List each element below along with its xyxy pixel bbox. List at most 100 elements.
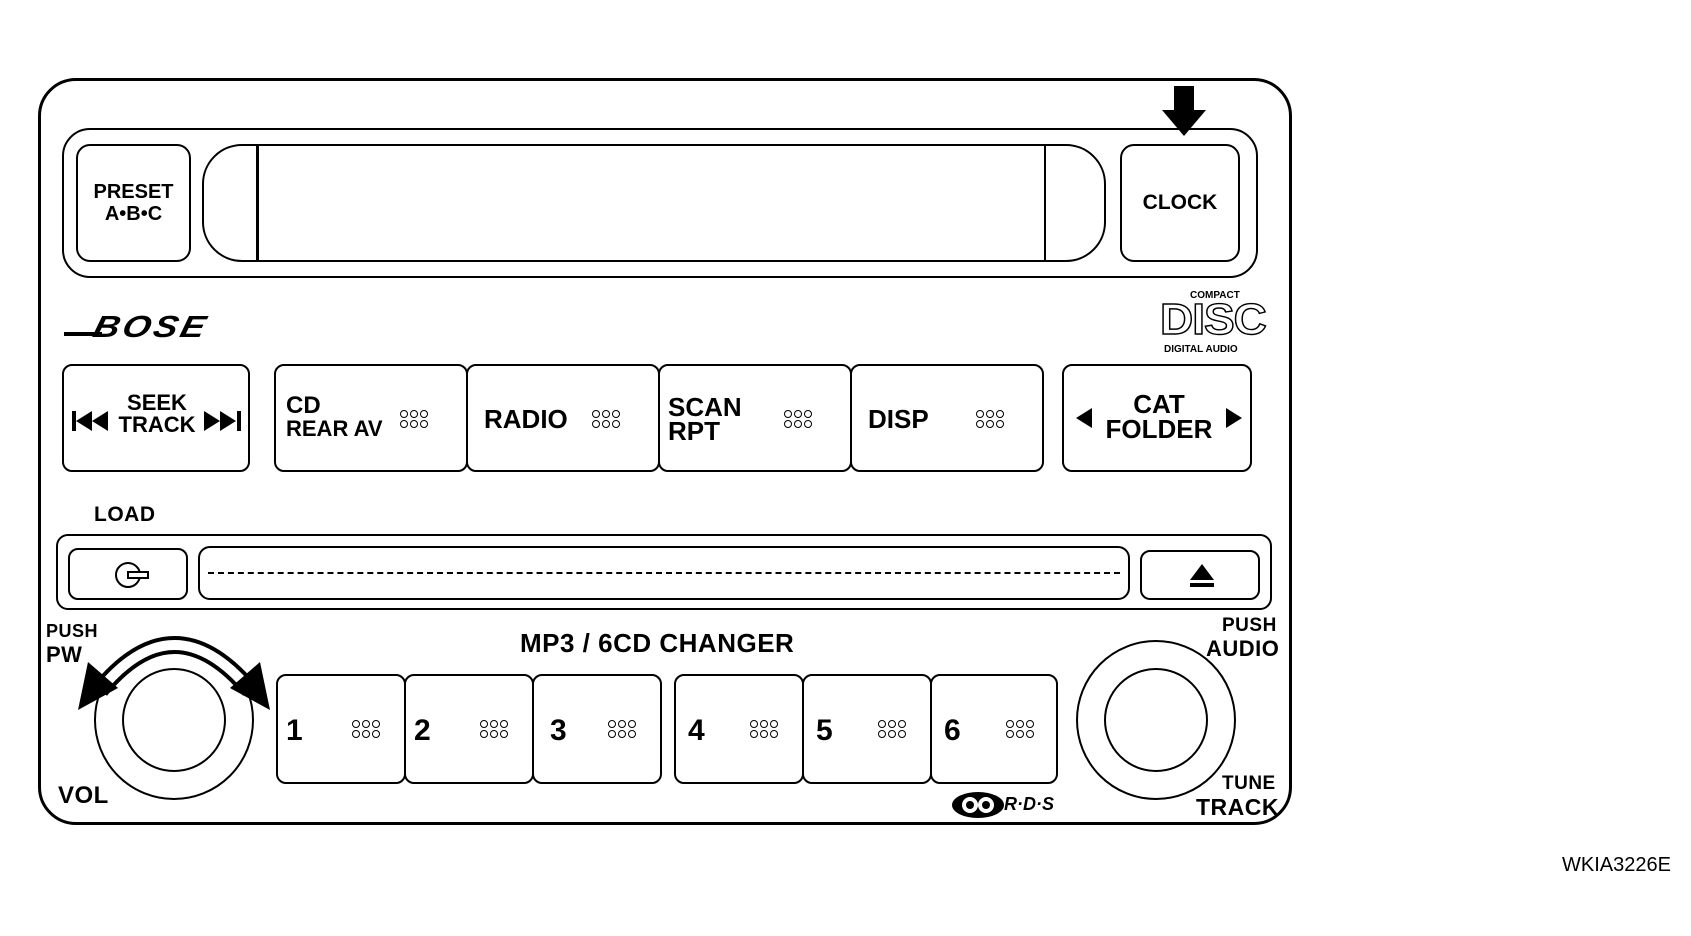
compact-disc-logo: COMPACT DISC DIGITAL AUDIO <box>1159 290 1267 356</box>
indicator-dot <box>888 730 896 738</box>
preset-button-1[interactable]: 1 <box>276 674 406 784</box>
radio-button[interactable]: RADIO <box>466 364 660 472</box>
scan-rpt-button[interactable]: SCAN RPT <box>658 364 852 472</box>
changer-label: MP3 / 6CD CHANGER <box>520 628 795 658</box>
indicator-dot <box>602 420 610 428</box>
indicator-dot <box>770 730 778 738</box>
indicator-dot <box>784 420 792 428</box>
clock-label: CLOCK <box>1142 191 1218 214</box>
rear-av-label: REAR AV <box>286 416 383 441</box>
eject-icon <box>1190 564 1214 587</box>
disp-button[interactable]: DISP <box>850 364 1044 472</box>
indicator-dot <box>986 420 994 428</box>
preset-abc-button[interactable]: PRESET A•B•C <box>76 144 191 262</box>
indicator-dot <box>878 730 886 738</box>
indicator-dot <box>480 720 488 728</box>
indicator-dot <box>362 720 370 728</box>
preset-3-indicator-icon <box>606 718 640 742</box>
display-screen <box>202 144 1106 262</box>
preset-number: 6 <box>944 714 961 747</box>
indicator-dot <box>362 730 370 738</box>
indicator-dot <box>888 720 896 728</box>
indicator-dot <box>976 420 984 428</box>
cd-slot-opening <box>208 572 1120 574</box>
indicator-dot <box>784 410 792 418</box>
audio-label: AUDIO <box>1206 636 1280 661</box>
indicator-dot <box>628 720 636 728</box>
indicator-dot <box>618 720 626 728</box>
indicator-dot <box>490 730 498 738</box>
scan-indicator-icon <box>782 408 816 432</box>
indicator-dot <box>878 720 886 728</box>
tune-label: TUNE <box>1222 773 1276 794</box>
radio-label: RADIO <box>484 404 568 434</box>
cd-slot <box>198 546 1130 600</box>
seek-track-button[interactable]: SEEK TRACK <box>62 364 250 472</box>
clock-button[interactable]: CLOCK <box>1120 144 1240 262</box>
indicator-dot <box>1006 720 1014 728</box>
indicator-dot <box>1016 720 1024 728</box>
cat-label: CAT <box>1133 389 1185 419</box>
indicator-dot <box>612 420 620 428</box>
tune-track-knob[interactable] <box>1076 640 1236 800</box>
preset-button-3[interactable]: 3 <box>532 674 662 784</box>
indicator-dot <box>996 410 1004 418</box>
cd-indicator-icon <box>398 408 432 432</box>
indicator-dot <box>400 420 408 428</box>
preset-1-indicator-icon <box>350 718 384 742</box>
indicator-dot <box>770 720 778 728</box>
preset-button-5[interactable]: 5 <box>802 674 932 784</box>
bose-logo: BOSE <box>64 309 254 346</box>
seek-back-icon <box>72 411 108 431</box>
indicator-dot <box>490 720 498 728</box>
indicator-dot <box>804 420 812 428</box>
indicator-dot <box>1006 730 1014 738</box>
indicator-dot <box>480 730 488 738</box>
preset-6-indicator-icon <box>1004 718 1038 742</box>
push-pw-label: PUSH <box>46 621 99 641</box>
indicator-dot <box>760 730 768 738</box>
preset-number: 3 <box>550 714 567 747</box>
preset-button-6[interactable]: 6 <box>930 674 1058 784</box>
preset-2-indicator-icon <box>478 718 512 742</box>
indicator-dot <box>372 730 380 738</box>
cd-label: CD <box>286 392 321 419</box>
rpt-label: RPT <box>668 416 720 446</box>
indicator-dot <box>628 730 636 738</box>
indicator-dot <box>400 410 408 418</box>
preset-4-indicator-icon <box>748 718 782 742</box>
indicator-dot <box>608 720 616 728</box>
tune-knob-inner <box>1104 668 1208 772</box>
preset-button-2[interactable]: 2 <box>404 674 534 784</box>
indicator-dot <box>760 720 768 728</box>
pw-label: PW <box>46 642 83 667</box>
rds-text: R·D·S <box>1004 794 1054 814</box>
scan-label: SCAN <box>668 392 742 422</box>
eject-button[interactable] <box>1140 550 1260 600</box>
preset-number: 5 <box>816 714 833 747</box>
indicator-dot <box>592 420 600 428</box>
cd-logo-top: COMPACT <box>1190 290 1240 301</box>
preset-button-4[interactable]: 4 <box>674 674 804 784</box>
load-button[interactable] <box>68 548 188 600</box>
indicator-dot <box>618 730 626 738</box>
bose-wordmark: BOSE <box>89 309 213 344</box>
display-divider-left <box>256 144 259 262</box>
indicator-dot <box>608 730 616 738</box>
indicator-dot <box>794 420 802 428</box>
indicator-dot <box>612 410 620 418</box>
cd-logo-middle: DISC <box>1159 294 1267 344</box>
indicator-dot <box>410 410 418 418</box>
preset-number: 4 <box>688 714 705 747</box>
cd-rear-av-button[interactable]: CD REAR AV <box>274 364 468 472</box>
indicator-dot <box>352 720 360 728</box>
indicator-dot <box>1016 730 1024 738</box>
cat-folder-button[interactable]: CAT FOLDER <box>1062 364 1252 472</box>
indicator-dot <box>420 420 428 428</box>
disp-label: DISP <box>868 404 929 434</box>
preset-number: 1 <box>286 714 303 747</box>
vol-label: VOL <box>58 782 109 809</box>
figure-code: WKIA3226E <box>1562 854 1671 876</box>
indicator-dot <box>372 720 380 728</box>
track-label: TRACK <box>1196 794 1279 820</box>
